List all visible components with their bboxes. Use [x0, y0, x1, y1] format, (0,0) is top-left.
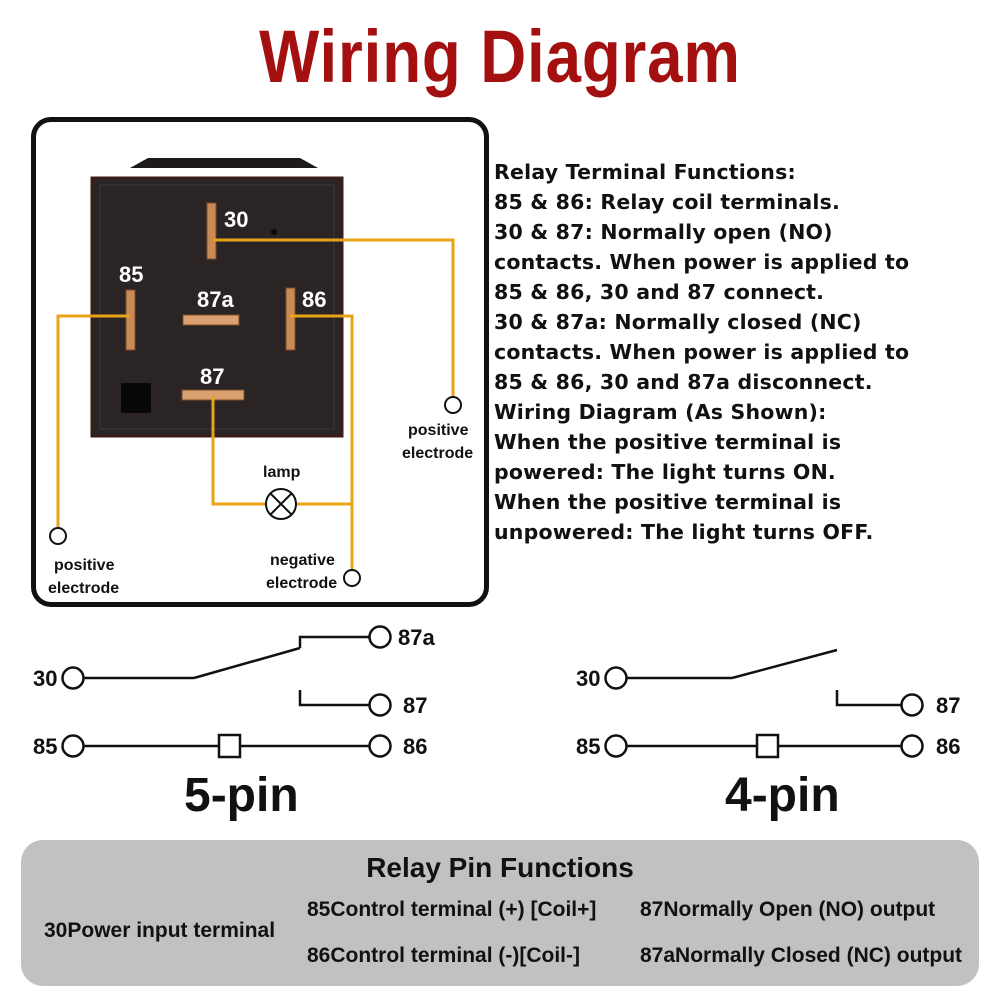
relay-pin-functions-panel: Relay Pin Functions 30Power input termin…	[21, 840, 979, 986]
terminal-86-5pin	[368, 734, 392, 758]
description-line: 85 & 86: Relay coil terminals.	[494, 190, 841, 214]
relay-terminal-description: Relay Terminal Functions: 85 & 86: Relay…	[494, 157, 994, 547]
pin-function-86: 86Control terminal (-)[Coil-]	[307, 944, 580, 967]
terminal-86-4pin	[900, 734, 924, 758]
label-30-4pin: 30	[576, 666, 600, 691]
terminal-87-5pin	[368, 693, 392, 717]
four-pin-schematic: 30 85 87 86	[576, 648, 960, 759]
label-30-5pin: 30	[33, 666, 57, 691]
terminal-85-4pin	[604, 734, 628, 758]
positive-electrode-left-line2: electrode	[48, 580, 119, 597]
pin-function-87a: 87aNormally Closed (NC) output	[640, 944, 963, 967]
wire-86-negative	[290, 314, 354, 570]
label-86-5pin: 86	[403, 734, 427, 759]
positive-terminal-left	[49, 527, 67, 545]
positive-electrode-right-line2: electrode	[402, 445, 473, 462]
wiring	[56, 238, 455, 570]
pin-function-85: 85Control terminal (+) [Coil+]	[307, 898, 597, 921]
pin-87a	[182, 314, 240, 326]
positive-electrode-right-line1: positive	[408, 422, 469, 439]
pin-functions-title: Relay Pin Functions	[366, 852, 634, 883]
pin-function-30: 30Power input terminal	[44, 919, 276, 942]
pin-87a-label: 87a	[197, 287, 234, 312]
description-line: powered: The light turns ON.	[494, 460, 836, 484]
terminal-30-4pin	[604, 666, 628, 690]
pin-function-87: 87Normally Open (NO) output	[640, 898, 936, 921]
pin-30-label: 30	[224, 207, 248, 232]
label-87-4pin: 87	[936, 693, 960, 718]
five-pin-title: 5-pin	[184, 769, 299, 822]
lamp-label: lamp	[263, 464, 301, 481]
description-line: 30 & 87: Normally open (NO)	[494, 220, 833, 244]
pin-87-label: 87	[200, 364, 224, 389]
terminal-87a-5pin	[368, 625, 392, 649]
negative-terminal	[343, 569, 361, 587]
terminal-30-5pin	[61, 666, 85, 690]
negative-electrode-line2: electrode	[266, 575, 337, 592]
pin-85	[125, 289, 136, 351]
four-pin-title: 4-pin	[725, 769, 840, 822]
label-86-4pin: 86	[936, 734, 960, 759]
pin-85-label: 85	[119, 262, 143, 287]
terminal-87-4pin	[900, 693, 924, 717]
label-87-5pin: 87	[403, 693, 427, 718]
description-line: 85 & 86, 30 and 87a disconnect.	[494, 370, 873, 394]
positive-terminal-right	[444, 396, 462, 414]
wire-30-positive	[214, 238, 455, 396]
pin-86	[285, 287, 296, 351]
description-line: 85 & 86, 30 and 87 connect.	[494, 280, 825, 304]
description-line: Relay Terminal Functions:	[494, 160, 796, 184]
description-line: Wiring Diagram (As Shown):	[494, 400, 827, 424]
label-87a-5pin: 87a	[398, 625, 435, 650]
lamp-icon	[265, 488, 297, 520]
negative-electrode-line1: negative	[270, 552, 335, 569]
description-line: unpowered: The light turns OFF.	[494, 520, 874, 544]
description-line: contacts. When power is applied to	[494, 250, 910, 274]
label-85-5pin: 85	[33, 734, 57, 759]
wire-87-lamp	[211, 396, 266, 506]
pin-86-label: 86	[302, 287, 326, 312]
description-line: When the positive terminal is	[494, 490, 842, 514]
description-line: contacts. When power is applied to	[494, 340, 910, 364]
terminal-85-5pin	[61, 734, 85, 758]
label-85-4pin: 85	[576, 734, 600, 759]
pin-30	[206, 202, 217, 260]
page-title: Wiring Diagram	[259, 15, 741, 98]
description-line: 30 & 87a: Normally closed (NC)	[494, 310, 862, 334]
five-pin-schematic: 30 85 87a 87 86	[33, 625, 435, 759]
relay-slot	[121, 383, 151, 413]
positive-electrode-left-line1: positive	[54, 557, 115, 574]
description-line: When the positive terminal is	[494, 430, 842, 454]
wire-85-positive	[56, 314, 130, 527]
